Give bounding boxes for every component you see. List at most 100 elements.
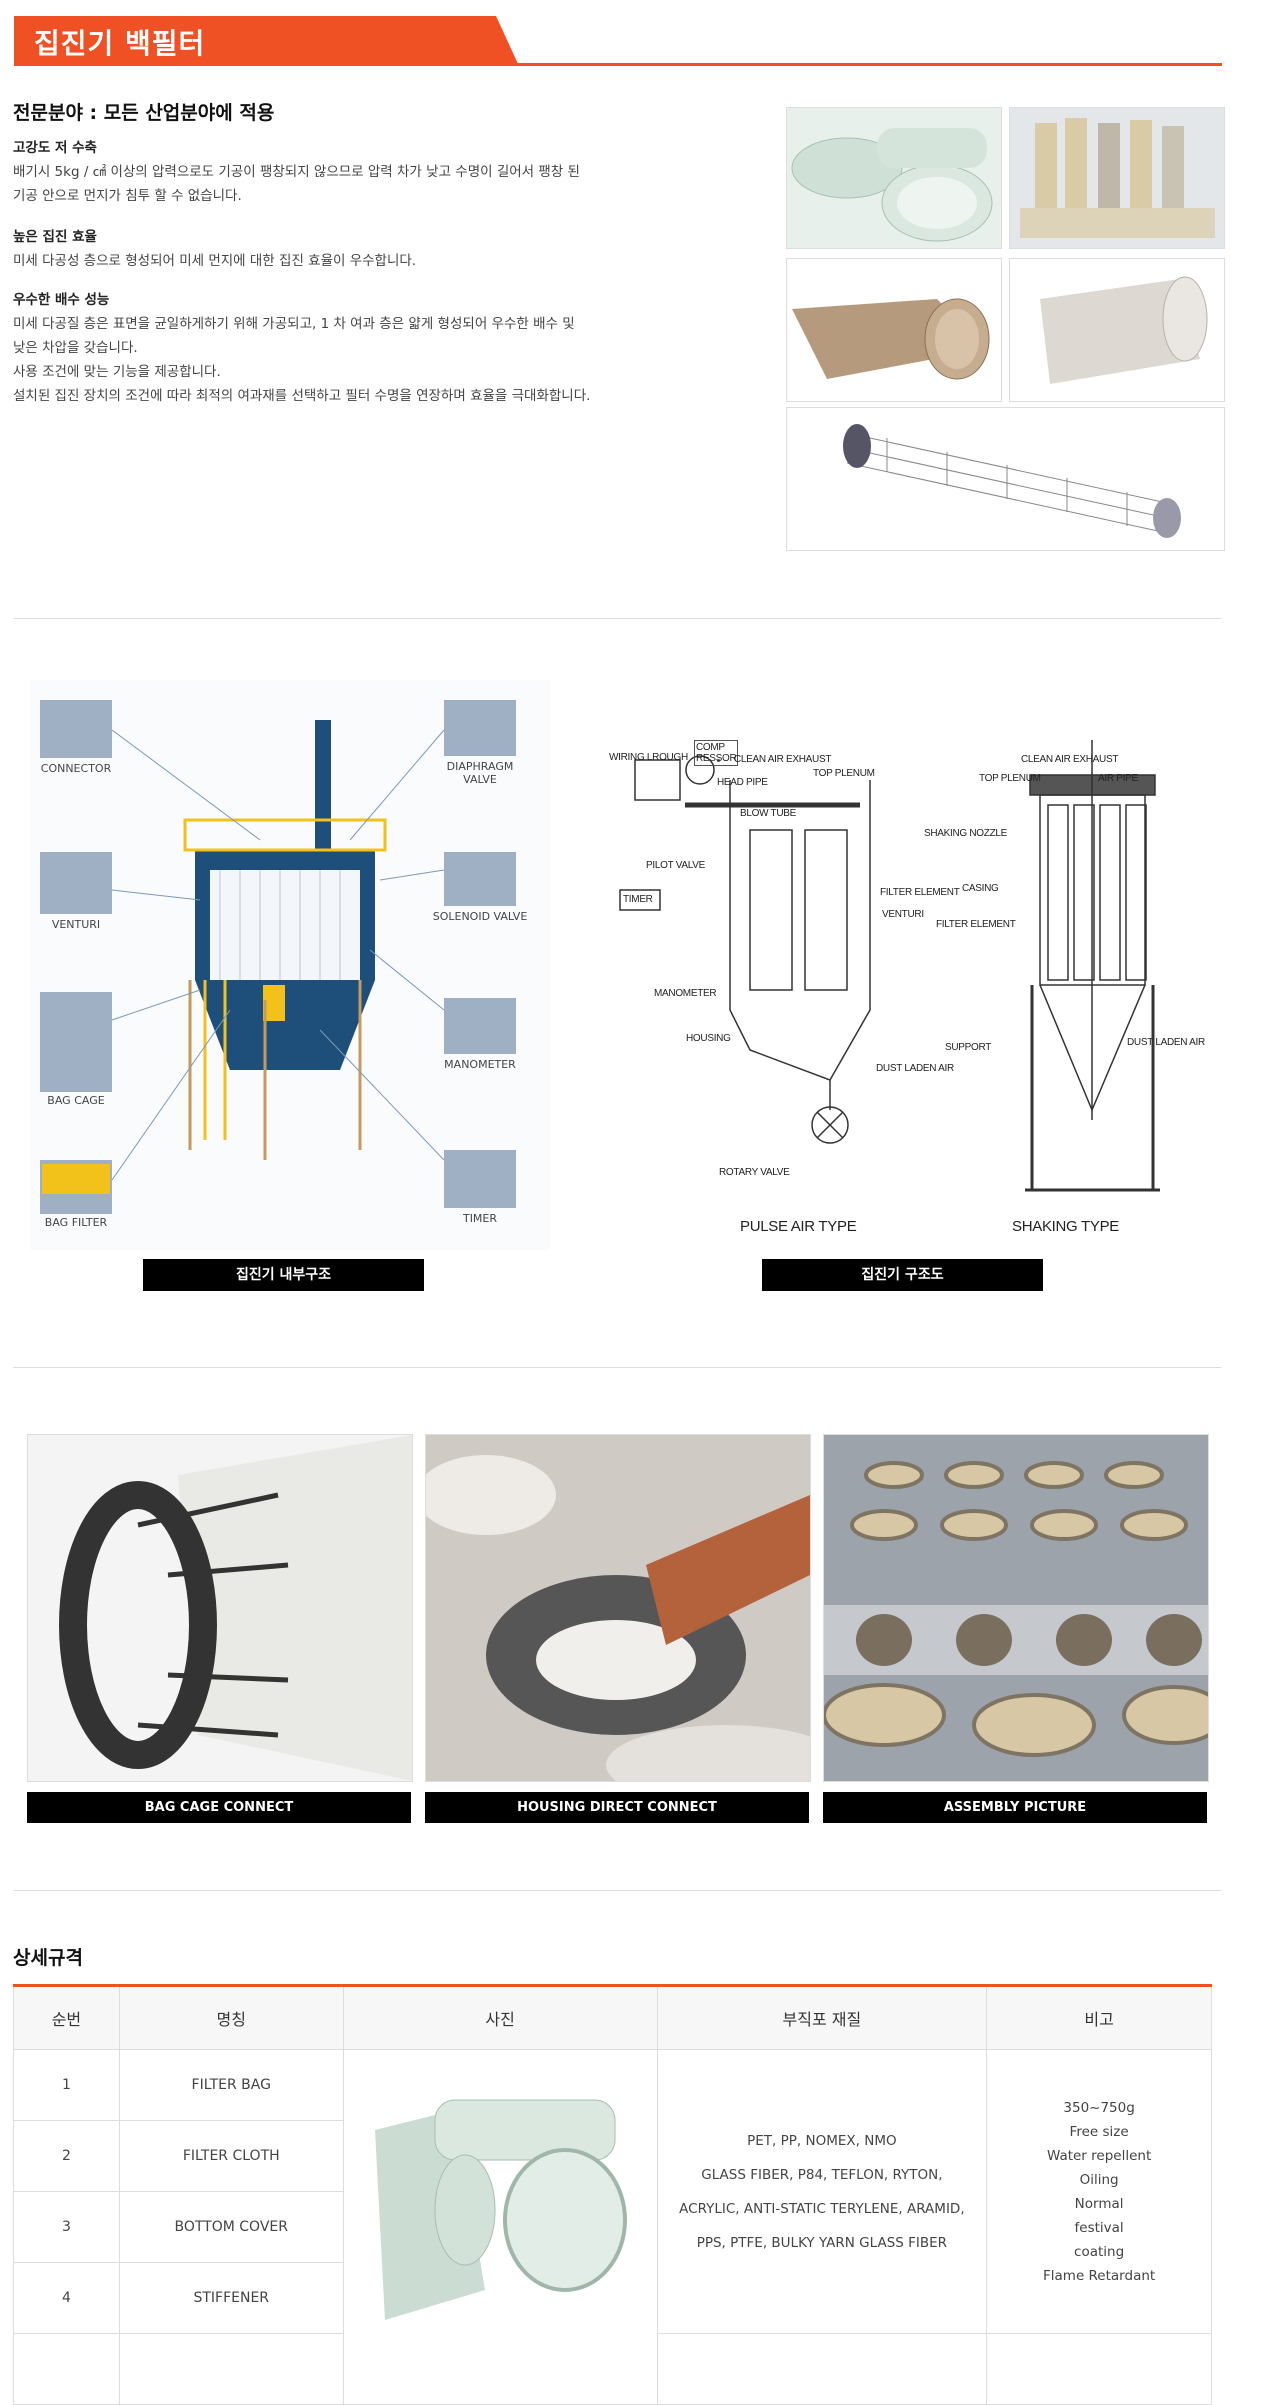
- cell-photo: [342, 2049, 658, 2405]
- cell-materials: [656, 2333, 988, 2405]
- feature-text: 미세 다공성 층으로 형성되어 미세 먼지에 대한 집진 효율이 우수합니다.: [13, 253, 417, 269]
- label-dust-laden-air: DUST LADEN AIR: [876, 1063, 954, 1074]
- material-line: PET, PP, NOMEX, NMO: [747, 2132, 897, 2149]
- feature-title: 고강도 저 수축: [13, 140, 97, 156]
- label-head-pipe: HEAD PIPE: [717, 777, 768, 788]
- label-top-plenum: TOP PLENUM: [979, 773, 1041, 784]
- dust-collector-internal-diagram: CONNECTOR VENTURI BAG CAGE BAG FILTER DI…: [30, 680, 550, 1250]
- feature-text: 설치된 집진 장치의 조건에 따라 최적의 여과재를 선택하고 필터 수명을 연…: [13, 388, 591, 404]
- photo-assembly-picture: [823, 1434, 1209, 1782]
- cell-name: [118, 2333, 344, 2405]
- note-line: Water repellent: [1046, 2147, 1152, 2164]
- section-divider: [13, 618, 1221, 619]
- feature-text: 기공 안으로 먼지가 침투 할 수 없습니다.: [13, 188, 242, 204]
- section-subtitle: 전문분야 : 모든 산업분야에 적용: [13, 102, 275, 124]
- label-filter-element: FILTER ELEMENT: [936, 919, 1016, 930]
- label-clean-air-exhaust: CLEAN AIR EXHAUST: [734, 754, 832, 765]
- label-casing: CASING: [962, 883, 999, 894]
- table-row: 1 FILTER BAG PET, PP, NOMEX, NMO GLASS F…: [13, 2049, 1212, 2405]
- caption-housing-direct-connect: HOUSING DIRECT CONNECT: [425, 1792, 809, 1823]
- feature-drainage: 우수한 배수 성능 미세 다공질 층은 표면을 균일하게하기 위해 가공되고, …: [13, 288, 590, 408]
- header-banner: [14, 16, 519, 66]
- cell-no: 4: [13, 2262, 120, 2334]
- feature-title: 우수한 배수 성능: [13, 292, 110, 308]
- material-line: ACRYLIC, ANTI-STATIC TERYLENE, ARAMID,: [679, 2200, 965, 2217]
- photo-bag-cage-connect: [27, 1434, 413, 1782]
- cell-no: [13, 2333, 120, 2405]
- label-venturi: VENTURI: [882, 909, 924, 920]
- label-blow-tube: BLOW TUBE: [740, 808, 797, 819]
- note-line: coating: [1074, 2243, 1125, 2260]
- note-line: 350~750g: [1063, 2099, 1135, 2116]
- header-material: 부직포 재질: [656, 1985, 988, 2050]
- cell-name: STIFFENER: [118, 2262, 344, 2334]
- header-underline: [14, 63, 1222, 66]
- product-image-brown-filter: [786, 258, 1002, 402]
- label-support: SUPPORT: [945, 1042, 992, 1053]
- feature-strength: 고강도 저 수축 배기시 5kg / ㎠ 이상의 압력으로도 기공이 팽창되지 …: [13, 136, 580, 208]
- photo-housing-direct-connect: [425, 1434, 811, 1782]
- label-bag-cage: BAG CAGE: [47, 1094, 105, 1107]
- label-shaking-nozzle: SHAKING NOZZLE: [924, 828, 1008, 839]
- feature-text: 미세 다공질 층은 표면을 균일하게하기 위해 가공되고, 1 차 여과 층은 …: [13, 316, 575, 332]
- label-bag-filter: BAG FILTER: [44, 1216, 108, 1229]
- header-notes: 비고: [986, 1985, 1212, 2050]
- cell-notes: [986, 2333, 1212, 2405]
- product-image-bag-cage: [786, 407, 1225, 551]
- label-timer: TIMER: [623, 894, 653, 905]
- spec-table: 순번 명칭 사진 부직포 재질 비고 1 FILTER BAG PET, PP,…: [13, 1984, 1212, 2405]
- label-text: RESSOR: [696, 753, 737, 764]
- header-no: 순번: [13, 1985, 120, 2050]
- cell-notes: 350~750g Free size Water repellent Oilin…: [986, 2049, 1212, 2334]
- cell-no: 3: [13, 2191, 120, 2263]
- feature-text: 배기시 5kg / ㎠ 이상의 압력으로도 기공이 팽창되지 않으므로 압력 차…: [13, 164, 580, 180]
- table-row: 4 STIFFENER: [13, 2262, 1212, 2334]
- cell-materials: PET, PP, NOMEX, NMO GLASS FIBER, P84, TE…: [656, 2049, 988, 2334]
- label-timer: TIMER: [462, 1212, 498, 1225]
- page-header: 집진기 백필터: [14, 16, 1222, 66]
- label-dust-laden-air: DUST LADEN AIR: [1127, 1037, 1205, 1048]
- product-image-white-filter: [1009, 258, 1225, 402]
- note-line: Free size: [1069, 2123, 1129, 2140]
- label-manometer: MANOMETER: [654, 988, 717, 999]
- label-top-plenum: TOP PLENUM: [813, 768, 875, 779]
- feature-title: 높은 집진 효율: [13, 229, 97, 245]
- note-line: Flame Retardant: [1043, 2267, 1156, 2284]
- label-text: DIAPHRAGM: [446, 760, 514, 773]
- note-line: Normal: [1074, 2195, 1124, 2212]
- label-filter-element: FILTER ELEMENT: [880, 887, 960, 898]
- cell-no: 2: [13, 2120, 120, 2192]
- caption-assembly-picture: ASSEMBLY PICTURE: [823, 1792, 1207, 1823]
- note-line: Oiling: [1079, 2171, 1119, 2188]
- table-row: 2 FILTER CLOTH: [13, 2120, 1212, 2192]
- label-housing: HOUSING: [686, 1033, 731, 1044]
- header-photo: 사진: [342, 1985, 658, 2050]
- feature-text: 낮은 차압을 갖습니다.: [13, 340, 138, 356]
- spec-title: 상세규격: [13, 1947, 83, 1969]
- label-text: COMP: [696, 742, 725, 753]
- caption-bag-cage-connect: BAG CAGE CONNECT: [27, 1792, 411, 1823]
- label-connector: CONNECTOR: [40, 762, 112, 775]
- header-name: 명칭: [118, 1985, 344, 2050]
- note-line: festival: [1074, 2219, 1124, 2236]
- cell-name: FILTER CLOTH: [118, 2120, 344, 2192]
- material-line: PPS, PTFE, BULKY YARN GLASS FIBER: [696, 2234, 948, 2251]
- cell-name: FILTER BAG: [118, 2049, 344, 2121]
- cell-name: BOTTOM COVER: [118, 2191, 344, 2263]
- product-image-filter-bags: [786, 107, 1002, 249]
- page-title: 집진기 백필터: [34, 27, 206, 60]
- label-venturi: VENTURI: [51, 918, 101, 931]
- label-manometer: MANOMETER: [444, 1058, 516, 1071]
- section-divider: [13, 1890, 1221, 1891]
- label-text: VALVE: [463, 773, 497, 786]
- product-image-bag-rolls: [1009, 107, 1225, 249]
- cell-no: 1: [13, 2049, 120, 2121]
- label-air-pipe: AIR PIPE: [1098, 773, 1138, 784]
- label-shaking-type: SHAKING TYPE: [1012, 1218, 1119, 1235]
- caption-internal-structure: 집진기 내부구조: [143, 1259, 424, 1291]
- filter-bag-photo: [375, 2099, 628, 2320]
- label-rotary-valve: ROTARY VALVE: [719, 1167, 790, 1178]
